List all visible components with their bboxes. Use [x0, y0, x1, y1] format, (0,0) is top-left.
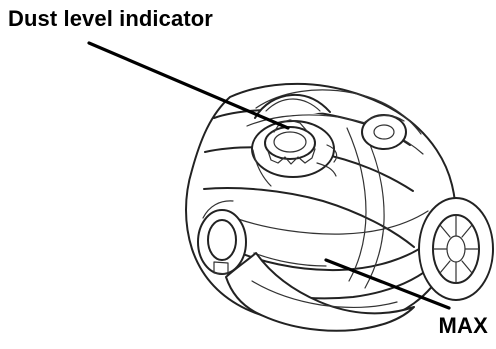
rear-wheel — [418, 197, 494, 301]
front-lower-cover — [225, 252, 415, 332]
dust-indicator-dial — [251, 119, 338, 187]
dust-level-pointer — [87, 41, 290, 130]
vacuum-body — [185, 82, 458, 328]
handle-and-top-controls — [254, 93, 407, 150]
callout-lines — [87, 41, 451, 310]
max-label: MAX — [438, 313, 488, 338]
max-pointer — [324, 258, 451, 310]
dust-level-indicator-label: Dust level indicator — [8, 6, 213, 31]
